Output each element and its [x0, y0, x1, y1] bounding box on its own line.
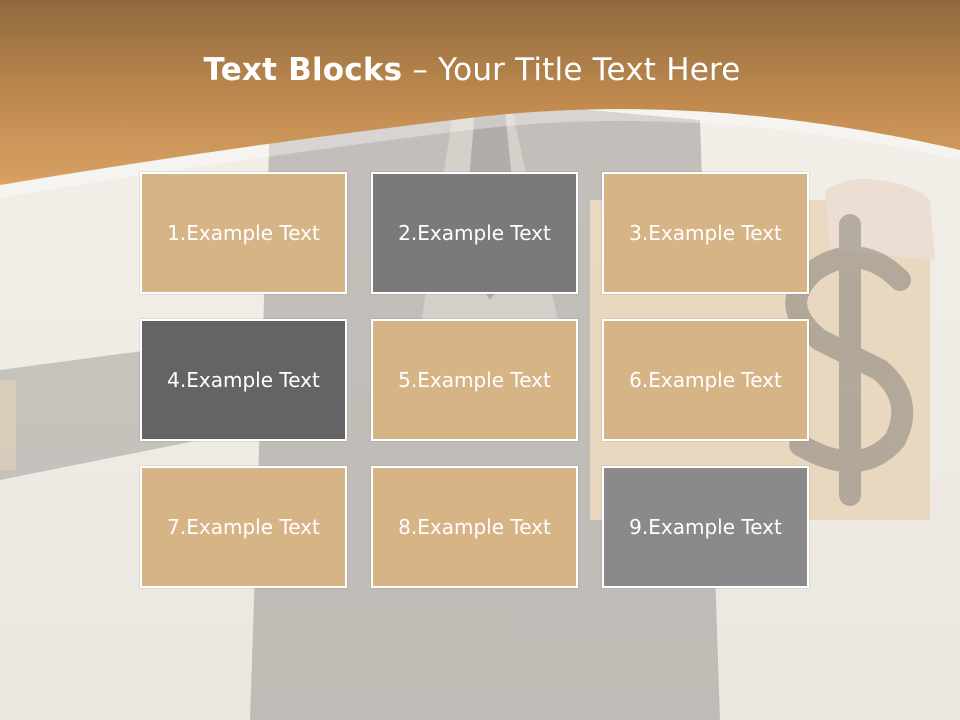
dollar-sign-icon [785, 214, 914, 506]
slide-title-rest: – Your Title Text Here [402, 52, 741, 88]
text-block-3[interactable]: 3.Example Text [602, 172, 809, 294]
text-block-5[interactable]: 5.Example Text [371, 319, 578, 441]
text-block-7[interactable]: 7.Example Text [140, 466, 347, 588]
text-block-9[interactable]: 9.Example Text [602, 466, 809, 588]
text-block-1[interactable]: 1.Example Text [140, 172, 347, 294]
text-block-2[interactable]: 2.Example Text [371, 172, 578, 294]
text-block-4[interactable]: 4.Example Text [140, 319, 347, 441]
text-block-6[interactable]: 6.Example Text [602, 319, 809, 441]
slide-title-bold: Text Blocks [203, 52, 403, 88]
slide-title: Text Blocks – Your Title Text Here [0, 52, 944, 88]
text-block-8[interactable]: 8.Example Text [371, 466, 578, 588]
